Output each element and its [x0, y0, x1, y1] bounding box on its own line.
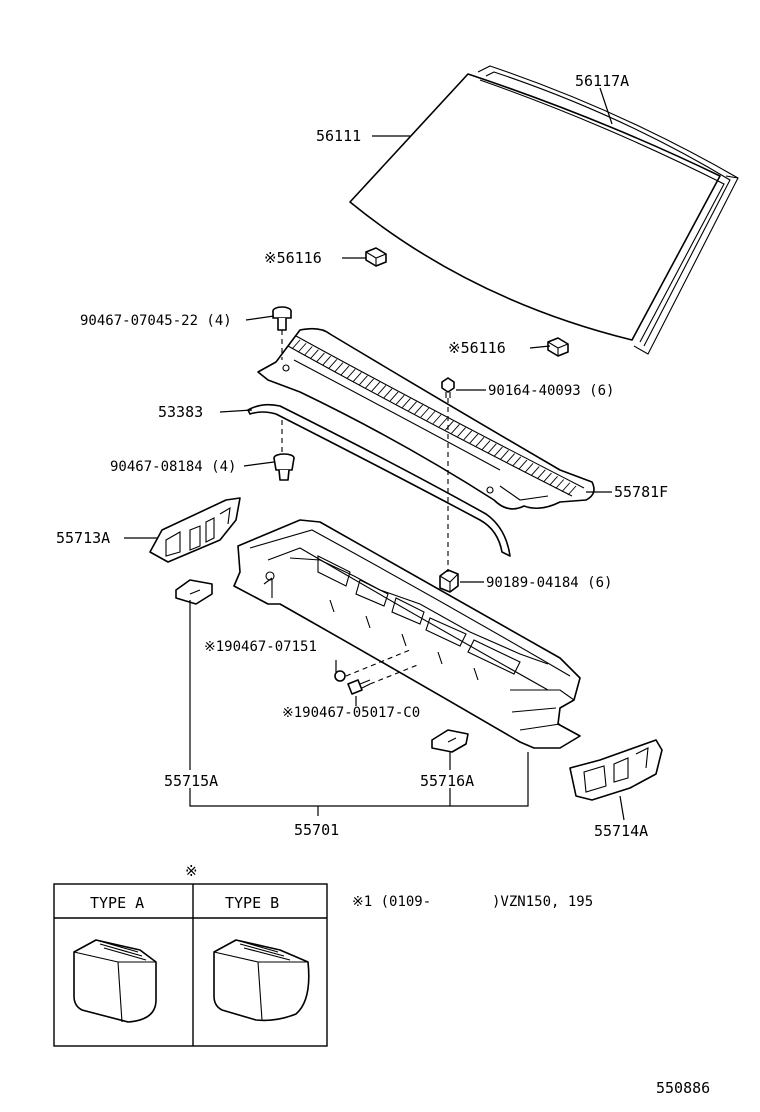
- side-panel-left: [149, 497, 241, 563]
- louver-slat: [561, 482, 571, 493]
- louver-slat: [475, 437, 485, 447]
- louver-slat: [371, 381, 381, 392]
- louver-slat: [500, 450, 509, 460]
- bolt-lower: [347, 679, 371, 695]
- louver-slat: [457, 427, 466, 437]
- legend-mark: ※: [185, 862, 198, 880]
- label-weatherstrip: 53383: [158, 403, 203, 421]
- label-molding: 56117A: [575, 72, 629, 90]
- louver-slat: [352, 372, 362, 382]
- louver-slat: [518, 459, 528, 470]
- windshield-glass: [349, 73, 721, 341]
- louver-slat: [359, 375, 368, 385]
- weatherstrip: [247, 403, 511, 557]
- label-screw: 90164-40093 (6): [488, 383, 614, 399]
- label-bolt2: ※190467-05017-C0: [282, 705, 420, 721]
- legend-type-a: TYPE A: [90, 894, 144, 912]
- louver-slat: [512, 456, 522, 467]
- louver-slat: [402, 398, 411, 408]
- label-bolt1: ※190467-07151: [204, 639, 317, 655]
- cowl-louver: [257, 327, 595, 510]
- louver-slat: [555, 479, 565, 489]
- louver-slat: [395, 394, 405, 405]
- louver-slat: [451, 424, 460, 434]
- louver-slat: [487, 443, 497, 454]
- louver-slat: [334, 362, 344, 373]
- louver-slat: [481, 440, 491, 450]
- louver-slat: [426, 411, 436, 421]
- nut: [439, 569, 459, 593]
- note-suffix: )VZN150, 195: [492, 894, 593, 910]
- bolt-upper: [334, 670, 346, 682]
- label-cowl-panel: 55701: [294, 821, 339, 839]
- louver-slat: [469, 433, 479, 444]
- label-side-panel-left: 55713A: [56, 529, 110, 547]
- bracket-left: [175, 579, 213, 605]
- louver-slat: [310, 349, 319, 360]
- louver-slat: [567, 485, 577, 496]
- louver-slat: [346, 368, 356, 379]
- louver-slat: [549, 475, 558, 486]
- label-bracket-left: 55715A: [164, 772, 218, 790]
- louver-slat: [322, 355, 332, 366]
- louver-slat: [303, 346, 313, 356]
- label-windshield: 56111: [316, 127, 361, 145]
- align-line-bolt: [345, 649, 421, 685]
- louver-slat: [444, 420, 454, 431]
- louver-slat: [438, 417, 448, 428]
- label-clip-lower: 90467-08184 (4): [110, 459, 236, 475]
- label-nut: 90189-04184 (6): [486, 575, 612, 591]
- screw: [441, 377, 455, 398]
- louver-slat: [543, 472, 552, 483]
- louver-slat: [414, 404, 424, 415]
- diagram-number: 550886: [656, 1079, 710, 1097]
- label-bracket-right: 55716A: [420, 772, 474, 790]
- louver-slat: [506, 453, 516, 463]
- legend-type-b: TYPE B: [225, 894, 279, 912]
- spacer-upper: [365, 247, 387, 267]
- louver-slat: [297, 342, 307, 353]
- louver-slat: [408, 401, 417, 411]
- bracket-right: [431, 729, 469, 753]
- label-spacer-upper: ※56116: [264, 249, 322, 267]
- louver-slat: [463, 430, 473, 441]
- louver-slat: [383, 388, 393, 398]
- cowl-panel: [233, 519, 581, 749]
- leader-lines: [124, 87, 625, 821]
- windshield-molding: [477, 65, 739, 355]
- side-panel-right: [569, 739, 663, 801]
- label-spacer-lower: ※56116: [448, 339, 506, 357]
- louver-slat: [432, 414, 442, 424]
- louver-slat: [365, 378, 374, 389]
- louver-slat: [328, 359, 338, 369]
- louver-slat: [316, 352, 325, 363]
- louver-slat: [530, 466, 540, 476]
- clip-lower: [273, 453, 295, 481]
- spacer-lower: [547, 337, 569, 357]
- louver-slat: [420, 407, 430, 418]
- louver-slat: [340, 365, 350, 376]
- type-a-shape: [73, 939, 157, 1023]
- louver-slat: [494, 446, 503, 457]
- louver-slat: [524, 462, 534, 473]
- label-louver: 55781F: [614, 483, 668, 501]
- louver-slat: [536, 469, 546, 480]
- louver-slat: [291, 339, 301, 350]
- note-prefix: ※1 (0109-: [352, 894, 431, 910]
- louver-slat: [377, 385, 387, 395]
- type-b-shape: [213, 939, 310, 1022]
- clip-upper: [272, 306, 292, 331]
- label-side-panel-right: 55714A: [594, 822, 648, 840]
- louver-slat: [389, 391, 399, 402]
- label-clip-upper: 90467-07045-22 (4): [80, 313, 232, 329]
